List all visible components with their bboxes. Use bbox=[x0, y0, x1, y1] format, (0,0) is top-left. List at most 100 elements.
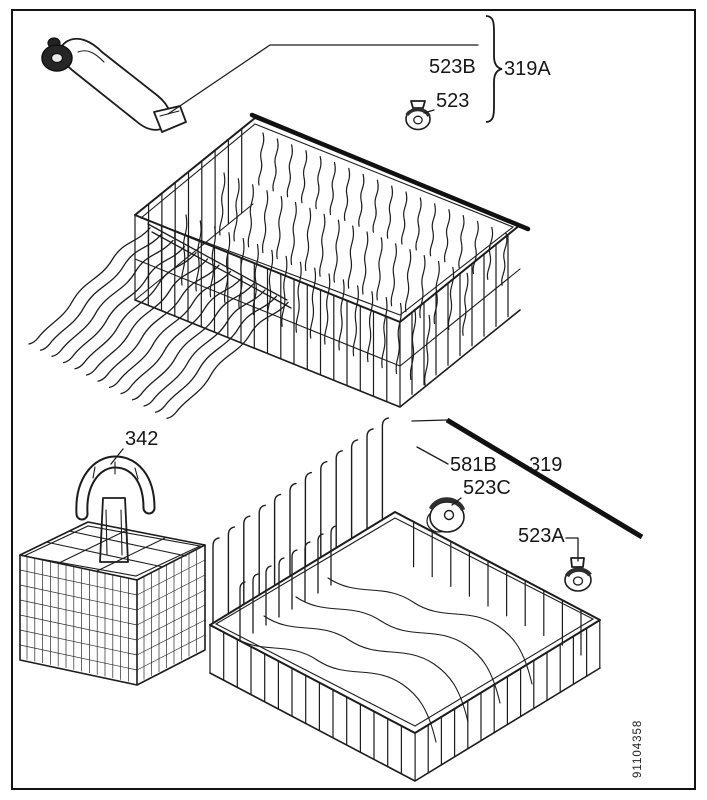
wire bbox=[343, 167, 351, 221]
wire bbox=[266, 249, 274, 321]
wheel-523c-hub bbox=[443, 509, 455, 521]
document-number: 91104358 bbox=[632, 720, 644, 778]
callout-labels: 523B 319A 523 342 581B 523C 319 523A bbox=[110, 15, 644, 562]
wire bbox=[265, 565, 272, 626]
wire bbox=[390, 243, 397, 307]
wire bbox=[404, 249, 412, 313]
wire bbox=[304, 541, 311, 602]
roller-wheel-hub bbox=[50, 52, 64, 64]
wire bbox=[291, 549, 298, 610]
wheel-523-stem bbox=[410, 100, 426, 109]
wire bbox=[51, 239, 174, 358]
upper-basket-tines bbox=[181, 132, 508, 386]
wire bbox=[289, 482, 297, 576]
wire bbox=[458, 215, 465, 269]
wheel-523a-hub bbox=[572, 576, 584, 586]
handle-post bbox=[99, 497, 129, 563]
wire bbox=[286, 144, 293, 198]
wheel-523 bbox=[405, 100, 431, 131]
lower-basket-tine-row-2 bbox=[263, 615, 469, 723]
lower-basket-walls bbox=[209, 521, 601, 782]
upper-basket-back-rail bbox=[249, 112, 531, 232]
wire bbox=[278, 557, 285, 618]
wire bbox=[300, 150, 308, 204]
wire bbox=[227, 526, 236, 614]
label-319a: 319A bbox=[504, 58, 551, 80]
wire bbox=[273, 493, 282, 586]
wire bbox=[315, 156, 322, 210]
wire bbox=[329, 161, 336, 216]
wire bbox=[366, 428, 374, 529]
wheel-523a-shading bbox=[565, 567, 592, 578]
wheel-523a bbox=[564, 557, 592, 592]
wire bbox=[243, 515, 251, 604]
wire bbox=[261, 190, 269, 254]
wire bbox=[362, 231, 369, 295]
wire bbox=[136, 574, 206, 611]
shelf-bar-inner bbox=[151, 231, 292, 309]
wire bbox=[233, 178, 240, 242]
wire bbox=[350, 439, 359, 539]
wire bbox=[333, 219, 340, 283]
wire bbox=[381, 417, 390, 520]
wire bbox=[74, 252, 197, 370]
upper-basket bbox=[28, 112, 531, 420]
roller-arm-detail bbox=[77, 50, 105, 63]
wire bbox=[366, 291, 374, 363]
roller-arm bbox=[59, 37, 172, 131]
upper-basket-midrail bbox=[134, 258, 521, 367]
wire bbox=[472, 220, 479, 275]
upper-basket-rim-inner bbox=[139, 123, 515, 316]
wheel-523a-stem bbox=[570, 557, 585, 568]
cutlery-mesh bbox=[19, 549, 206, 682]
rail-319-leader bbox=[411, 419, 448, 422]
wire bbox=[424, 314, 431, 386]
wire bbox=[19, 584, 138, 611]
wire bbox=[462, 272, 469, 336]
wire bbox=[304, 207, 312, 271]
wire bbox=[108, 270, 232, 389]
wire bbox=[501, 232, 508, 286]
label-342: 342 bbox=[125, 428, 158, 450]
leader-523a bbox=[565, 537, 579, 562]
roller-foot bbox=[153, 105, 187, 133]
wire bbox=[136, 634, 206, 671]
wheel-523c-shading bbox=[428, 497, 466, 511]
label-523b: 523B bbox=[429, 56, 476, 78]
lower-basket-tine-row-3 bbox=[295, 596, 501, 704]
wire bbox=[352, 285, 359, 357]
wire bbox=[28, 227, 151, 345]
wire bbox=[19, 614, 138, 641]
wheel-523-shading bbox=[405, 107, 431, 117]
upper-basket-bottom bbox=[134, 299, 521, 408]
wire bbox=[39, 233, 163, 351]
wheel-523-hub bbox=[413, 115, 423, 125]
wire bbox=[358, 173, 365, 227]
wire bbox=[281, 255, 288, 327]
wire bbox=[324, 273, 331, 345]
wire bbox=[212, 537, 220, 623]
wire bbox=[347, 225, 354, 289]
wire bbox=[443, 209, 451, 263]
wire bbox=[486, 226, 494, 280]
cutlery-body-edges bbox=[19, 544, 206, 686]
wheel-523c bbox=[426, 497, 466, 533]
wire bbox=[154, 295, 278, 413]
wire bbox=[372, 179, 379, 233]
wire bbox=[401, 191, 408, 245]
wire bbox=[415, 197, 422, 251]
rail-319 bbox=[445, 417, 644, 540]
lower-basket bbox=[209, 417, 601, 782]
label-523a: 523A bbox=[518, 525, 565, 547]
label-523c: 523C bbox=[463, 477, 511, 499]
cutlery-dividers bbox=[45, 529, 187, 572]
shelf-bar bbox=[147, 223, 288, 301]
wire bbox=[219, 172, 226, 236]
wire bbox=[295, 261, 302, 333]
leader-523 bbox=[423, 109, 435, 114]
wire bbox=[166, 301, 289, 420]
wire bbox=[386, 185, 393, 239]
rail-roller-assembly bbox=[41, 37, 187, 133]
wire bbox=[276, 196, 283, 260]
